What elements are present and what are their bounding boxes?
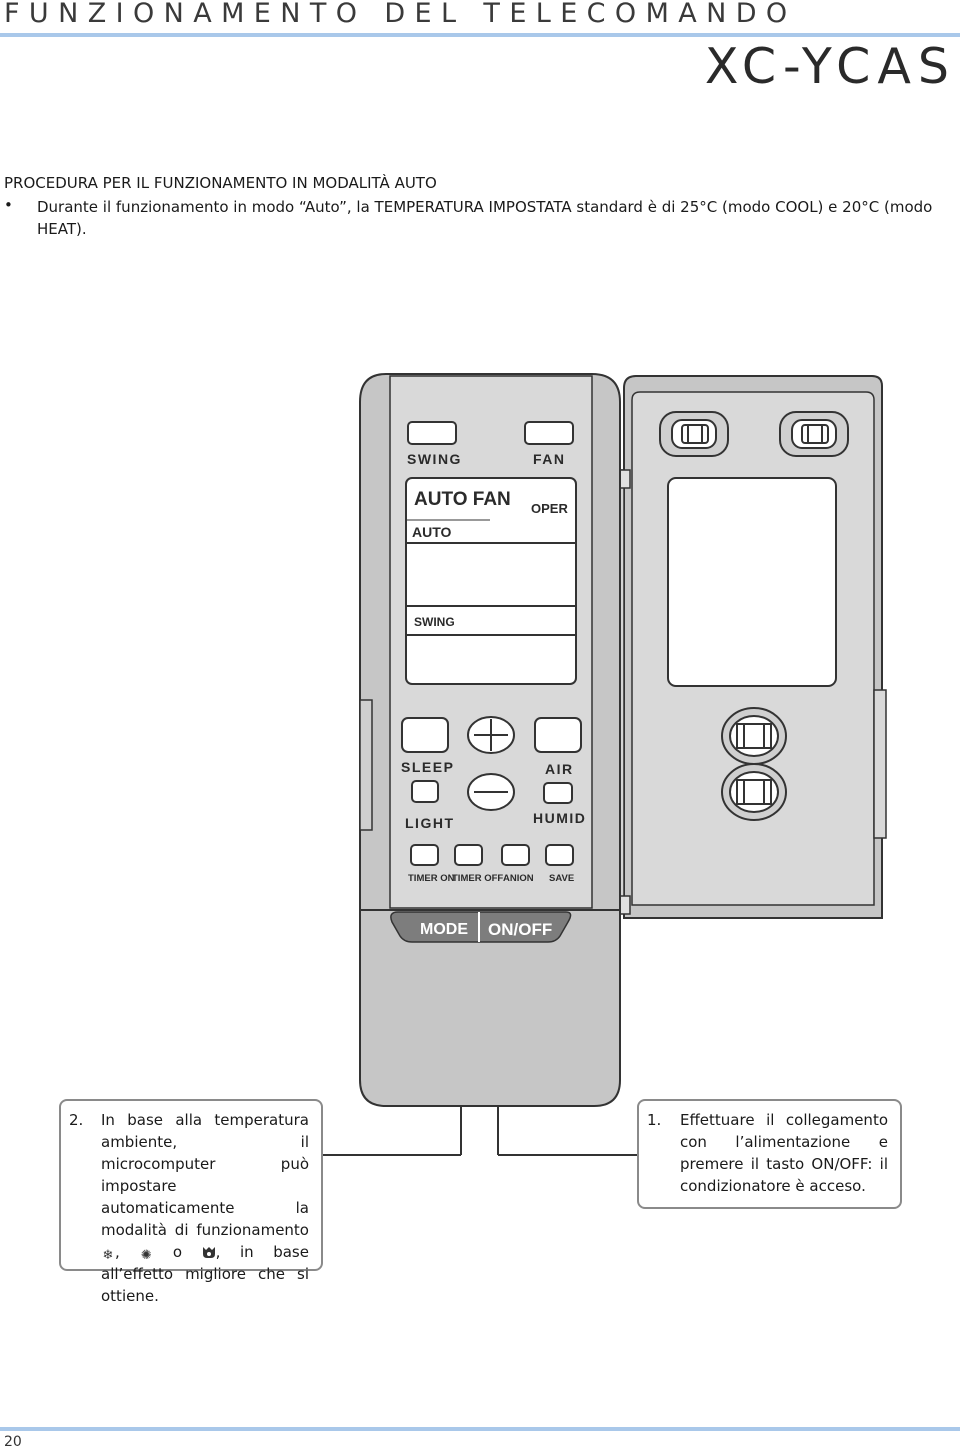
cover-latch-right [779,411,849,457]
timer-on-label: TIMER ON [408,873,455,884]
callout-2-number: 2. [69,1111,84,1129]
bullet-text: Durante il funzionamento in modo “Auto”,… [37,198,933,238]
save-label: SAVE [549,873,574,884]
light-label: LIGHT [405,815,455,831]
timer-on-button [410,844,439,866]
callout-2-text-before: In base alla temperatura ambiente, il mi… [101,1111,309,1239]
header-title: FUNZIONAMENTO DEL TELECOMANDO [4,0,797,29]
timer-off-button [454,844,483,866]
callout-power-on: 1. Effettuare il collegamento con l’alim… [637,1099,902,1209]
air-label: AIR [545,761,574,777]
lcd-display: AUTO FAN OPER AUTO SWING [405,477,577,685]
temp-down-button [467,773,515,811]
temp-up-button [467,716,515,754]
remote-body: SWING FAN AUTO FAN OPER AUTO SWING SLEEP… [359,373,621,1107]
callout-1-number: 1. [647,1111,662,1129]
humid-button [543,782,573,804]
anion-button [501,844,530,866]
fan-label: FAN [533,451,566,467]
page-number: 20 [4,1434,22,1450]
save-button [545,844,574,866]
swing-label: SWING [407,451,462,467]
onoff-button-label: ON/OFF [488,920,552,939]
model-name: XC-YCAS [704,38,956,95]
sleep-label: SLEEP [401,759,454,775]
callout-2-text: In base alla temperatura ambiente, il mi… [101,1109,309,1307]
swing-button [407,421,457,445]
light-button [411,780,439,803]
humid-label: HUMID [533,810,586,826]
anion-label: ANION [503,873,534,884]
callout-2-sep2: o [172,1243,183,1261]
bullet-dot: • [4,196,13,214]
remote-cover [611,375,887,919]
callout-1-text: Effettuare il collegamento con l’aliment… [680,1111,888,1195]
mode-onoff-buttons: MODE ON/OFF [390,911,572,943]
display-auto-fan: AUTO FAN [414,489,511,510]
mode-button-label: MODE [420,921,468,938]
air-button [534,717,582,753]
cover-dials [721,707,787,821]
callout-2-text-after: , in base all’effetto migliore che si ot… [101,1243,309,1305]
display-auto: AUTO [412,524,452,540]
header-rule [0,33,960,37]
cool-snowflake-icon: ❄ [102,1248,114,1263]
footer-rule [0,1427,960,1431]
section-heading: PROCEDURA PER IL FUNZIONAMENTO IN MODALI… [4,174,437,192]
fan-button [524,421,574,445]
timer-off-label: TIMER OFF [452,873,503,884]
display-oper: OPER [531,501,568,516]
display-swing: SWING [414,615,455,629]
remote-control-figure: SWING FAN AUTO FAN OPER AUTO SWING SLEEP… [322,373,887,1156]
sleep-button [401,717,449,753]
callout-2-sep1: , [115,1243,120,1261]
heat-sun-icon: ✺ [140,1248,152,1263]
cover-latch-left [659,411,729,457]
callout-auto-mode-selection: 2. In base alla temperatura ambiente, il… [59,1099,323,1305]
fan-only-icon [202,1245,216,1259]
